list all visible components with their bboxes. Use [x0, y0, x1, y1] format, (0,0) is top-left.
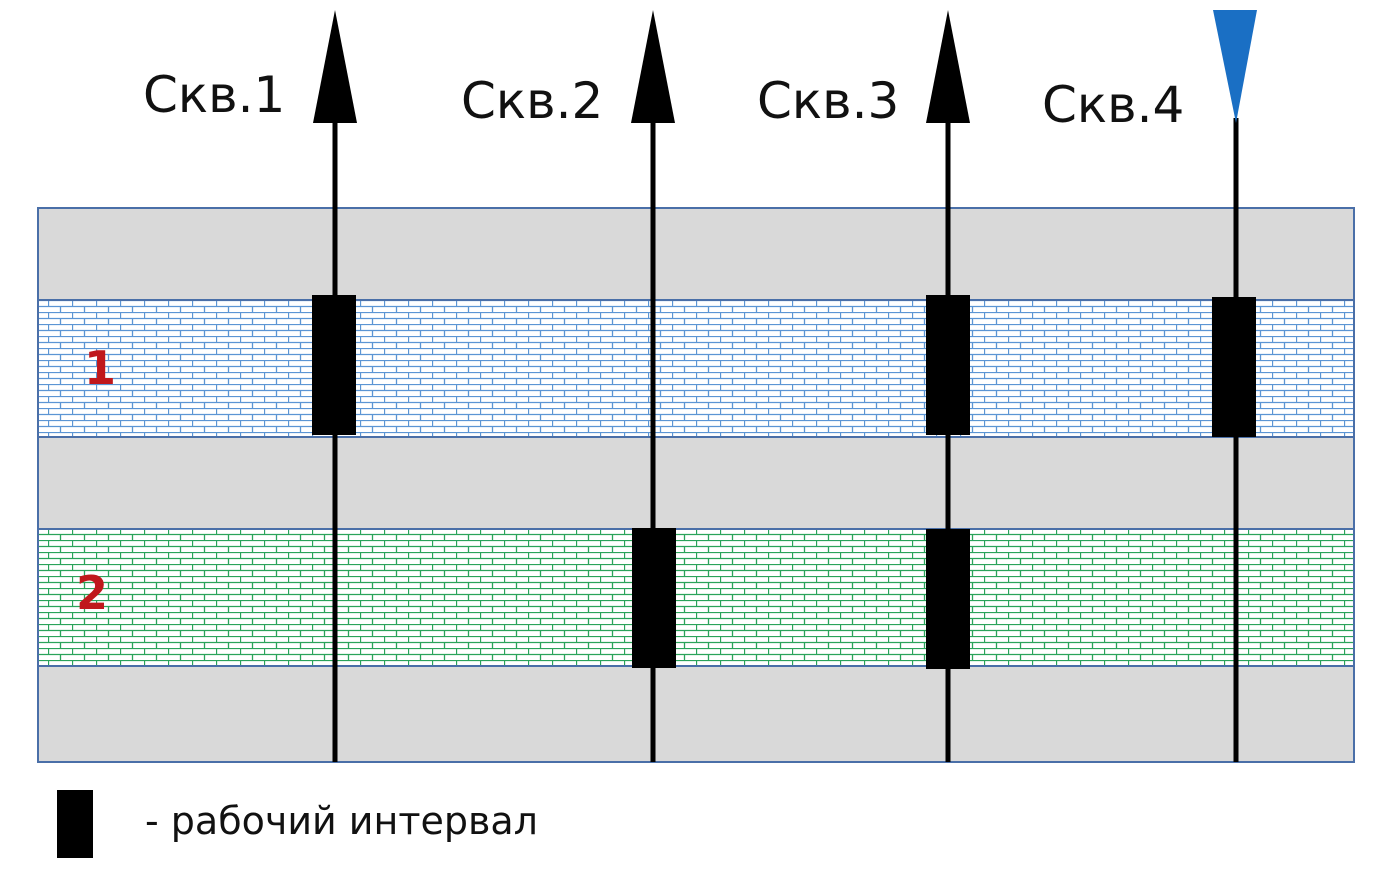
well-3-interval-1: [926, 295, 970, 435]
well-4-interval-1: [1212, 297, 1256, 437]
gray-layer-middle: [38, 437, 1354, 529]
well-3: Скв.3: [757, 10, 970, 762]
well-2-label: Скв.2: [461, 72, 603, 130]
well-3-interval-2: [926, 529, 970, 669]
well-1: Скв.1: [143, 10, 357, 762]
gray-layer-top: [38, 208, 1354, 300]
gray-layer-bottom: [38, 666, 1354, 762]
well-1-arrow-icon: [313, 10, 357, 123]
well-2-arrow-icon: [631, 10, 675, 123]
layer-2-band: [38, 529, 1354, 666]
well-4-label: Скв.4: [1042, 76, 1184, 134]
well-3-label: Скв.3: [757, 72, 899, 130]
well-3-arrow-icon: [926, 10, 970, 123]
legend-text: - рабочий интервал: [145, 799, 538, 843]
legend-interval-swatch: [57, 790, 93, 858]
legend: - рабочий интервал: [57, 790, 538, 858]
well-2: Скв.2: [461, 10, 676, 762]
well-4-injection-arrow-icon: [1213, 10, 1257, 123]
strata: [37, 207, 1355, 763]
well-4: Скв.4: [1042, 10, 1257, 762]
diagram-border: [37, 207, 1355, 763]
well-1-label: Скв.1: [143, 66, 285, 124]
layer-2-number: 2: [76, 566, 108, 620]
layer-1-number: 1: [84, 341, 116, 395]
layer-1-band: [38, 300, 1354, 437]
well-1-interval-1: [312, 295, 356, 435]
well-2-interval-2: [632, 528, 676, 668]
